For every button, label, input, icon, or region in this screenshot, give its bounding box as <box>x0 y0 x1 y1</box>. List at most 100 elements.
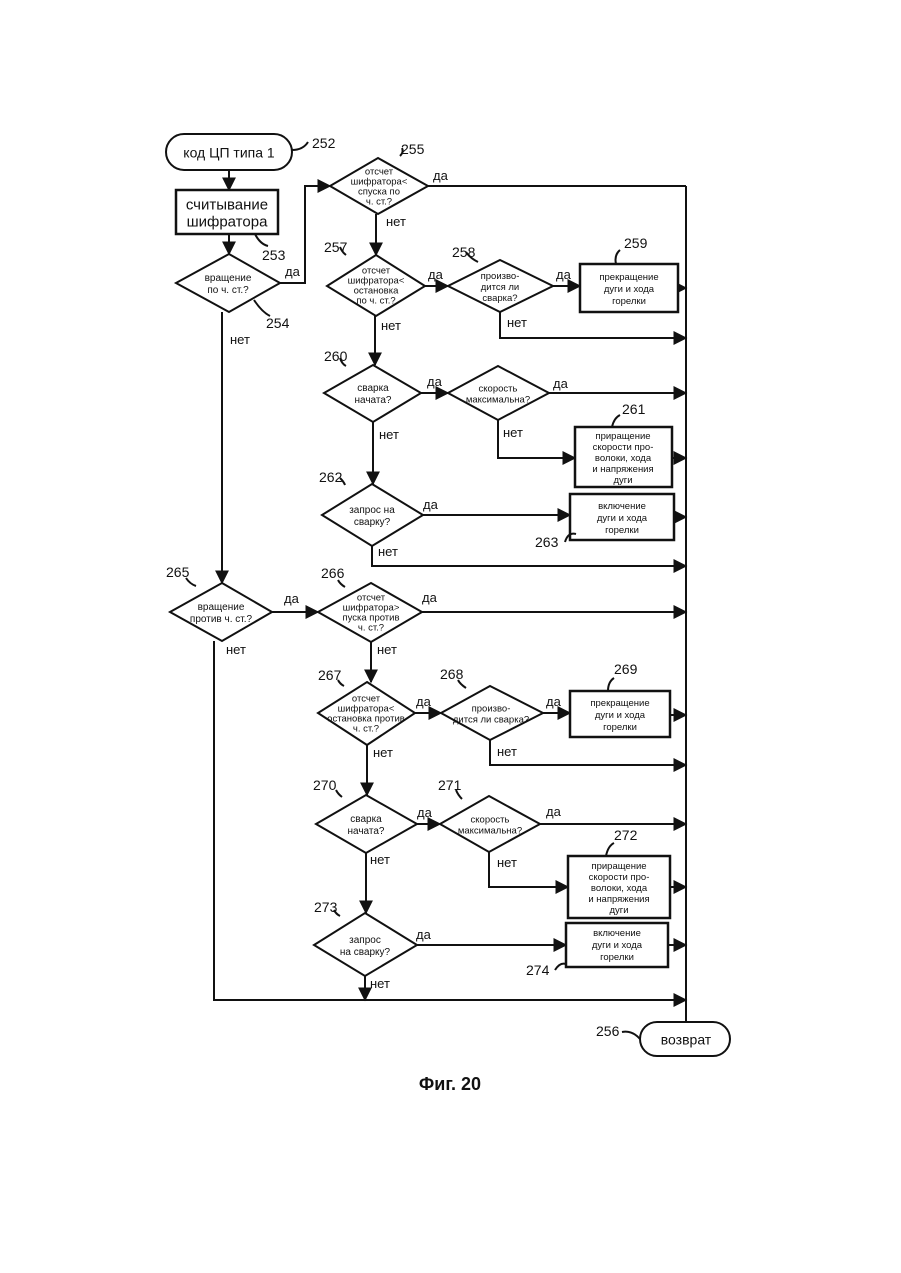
d270-text-line: начата? <box>347 826 384 837</box>
b263-reference-number: 263 <box>535 534 559 550</box>
d266-text-line: ч. ст.? <box>358 623 384 634</box>
no-label: нет <box>226 642 246 657</box>
no-label: нет <box>378 544 398 559</box>
yes-label: да <box>428 267 444 282</box>
end-text-line: возврат <box>661 1031 712 1047</box>
d262-text-line: запрос на <box>349 505 395 516</box>
b272-text-line: скорости про- <box>589 872 650 883</box>
b261-text-line: скорости про- <box>593 442 654 453</box>
b272-text-line: и напряжения <box>588 894 649 905</box>
d258-text-line: произво- <box>481 271 520 282</box>
d262-reference-number: 262 <box>319 469 343 485</box>
d267-reference-number: 267 <box>318 667 342 683</box>
b261-reference-number: 261 <box>622 401 646 417</box>
b259-text-line: горелки <box>612 296 646 307</box>
no-label: нет <box>230 332 250 347</box>
yes-label: да <box>417 805 433 820</box>
d258-reference-number: 258 <box>452 244 476 260</box>
figure-caption: Фиг. 20 <box>419 1074 481 1094</box>
yes-label: да <box>416 927 432 942</box>
d267-text-line: ч. ст.? <box>353 724 379 735</box>
no-label: нет <box>379 427 399 442</box>
read-text-line: шифратора <box>187 213 268 230</box>
yes-label: да <box>416 694 432 709</box>
yes-label: да <box>427 374 443 389</box>
no-label: нет <box>381 318 401 333</box>
start-text-line: код ЦП типа 1 <box>183 144 275 160</box>
b259-text-line: дуги и хода <box>604 284 655 295</box>
d262-text-line: сварку? <box>354 517 391 528</box>
end-reference-number: 256 <box>596 1023 620 1039</box>
b269-text-line: горелки <box>603 722 637 733</box>
b272-reference-number: 272 <box>614 827 638 843</box>
d270-reference-number: 270 <box>313 777 337 793</box>
yes-label: да <box>546 804 562 819</box>
no-label: нет <box>370 976 390 991</box>
b269-text-line: дуги и хода <box>595 710 646 721</box>
yes-label: да <box>423 497 439 512</box>
b272-text-line: приращение <box>591 861 646 872</box>
yes-label: да <box>422 590 438 605</box>
d254-text-line: по ч. ст.? <box>207 285 249 296</box>
d268-reference-number: 268 <box>440 666 464 682</box>
no-label: нет <box>497 744 517 759</box>
d265-reference-number: 265 <box>166 564 190 580</box>
d260-reference-number: 260 <box>324 348 348 364</box>
d265-text-line: против ч. ст.? <box>190 614 253 625</box>
d254-text-line: вращение <box>205 273 252 284</box>
b274-text-line: горелки <box>600 952 634 963</box>
d260-text-line: начата? <box>354 395 391 406</box>
b263-text-line: включение <box>598 501 646 512</box>
no-label: нет <box>377 642 397 657</box>
yes-label: да <box>433 168 449 183</box>
d268-text-line: произво- <box>472 703 511 714</box>
b272-text-line: волоки, хода <box>591 883 648 894</box>
d255-reference-number: 255 <box>401 141 425 157</box>
no-label: нет <box>497 855 517 870</box>
b261-text-line: приращение <box>595 431 650 442</box>
d273-text-line: на сварку? <box>340 947 391 958</box>
d260b-text-line: максимальна? <box>466 394 530 405</box>
yes-label: да <box>284 591 300 606</box>
d254-reference-number: 254 <box>266 315 290 331</box>
b263-text-line: дуги и хода <box>597 513 648 524</box>
d260-text-line: сварка <box>357 383 389 394</box>
d257-reference-number: 257 <box>324 239 348 255</box>
b259-text-line: прекращение <box>599 272 658 283</box>
b261-text-line: волоки, хода <box>595 453 652 464</box>
b274-text-line: включение <box>593 928 641 939</box>
b274-reference-number: 274 <box>526 962 550 978</box>
read-text-line: считывание <box>186 196 268 213</box>
b263-text-line: горелки <box>605 525 639 536</box>
yes-label: да <box>285 264 301 279</box>
d257-text-line: по ч. ст.? <box>356 296 395 307</box>
d258-text-line: дится ли <box>481 282 519 293</box>
d271-text-line: скорость <box>471 814 510 825</box>
b269-text-line: прекращение <box>590 698 649 709</box>
d271-text-line: максимальна? <box>458 825 522 836</box>
no-label: нет <box>370 852 390 867</box>
d260b-text-line: скорость <box>479 383 518 394</box>
b261-text-line: дуги <box>613 475 632 486</box>
d265-text-line: вращение <box>198 602 245 613</box>
no-label: нет <box>507 315 527 330</box>
d273-reference-number: 273 <box>314 899 338 915</box>
d266-reference-number: 266 <box>321 565 345 581</box>
b269-reference-number: 269 <box>614 661 638 677</box>
no-label: нет <box>373 745 393 760</box>
b274-text-line: дуги и хода <box>592 940 643 951</box>
d271-reference-number: 271 <box>438 777 462 793</box>
b259-reference-number: 259 <box>624 235 648 251</box>
no-label: нет <box>386 214 406 229</box>
d270-text-line: сварка <box>350 814 382 825</box>
start-reference-number: 252 <box>312 135 336 151</box>
read-reference-number: 253 <box>262 247 286 263</box>
yes-label: да <box>556 267 572 282</box>
d273-text-line: запрос <box>349 935 381 946</box>
yes-label: да <box>546 694 562 709</box>
b272-text-line: дуги <box>609 905 628 916</box>
d255-text-line: ч. ст.? <box>366 197 392 208</box>
yes-label: да <box>553 376 569 391</box>
d258-text-line: сварка? <box>482 293 517 304</box>
